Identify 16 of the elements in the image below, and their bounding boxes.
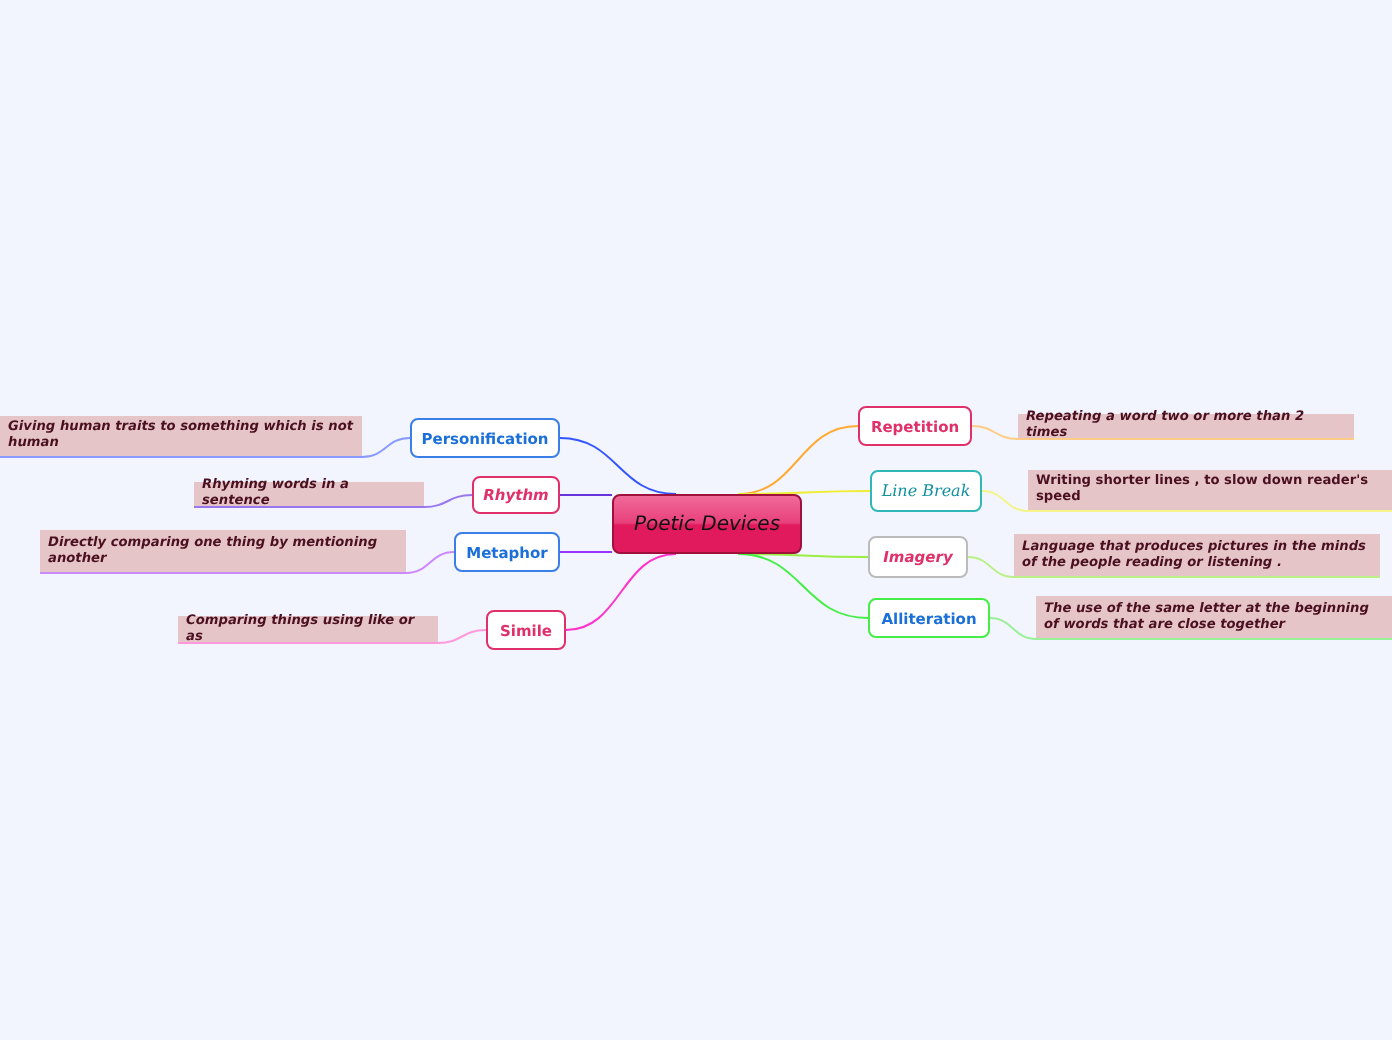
- topic-box: Line Break: [870, 470, 982, 512]
- connector-line: [559, 551, 613, 553]
- central-topic: Poetic Devices: [612, 494, 802, 554]
- connector-line: [405, 551, 455, 574]
- connector-line: [423, 494, 473, 508]
- connector-line: [437, 629, 487, 644]
- connector-line: [981, 490, 1029, 512]
- connector-line: [967, 556, 1015, 578]
- connector-line: [737, 553, 869, 619]
- connector-line: [989, 617, 1037, 640]
- connector-line: [559, 494, 613, 496]
- connector-line: [971, 425, 1019, 440]
- connector-line: [737, 490, 871, 495]
- connector-line: [565, 553, 677, 631]
- connector-line: [361, 437, 411, 458]
- connector-line: [559, 437, 677, 495]
